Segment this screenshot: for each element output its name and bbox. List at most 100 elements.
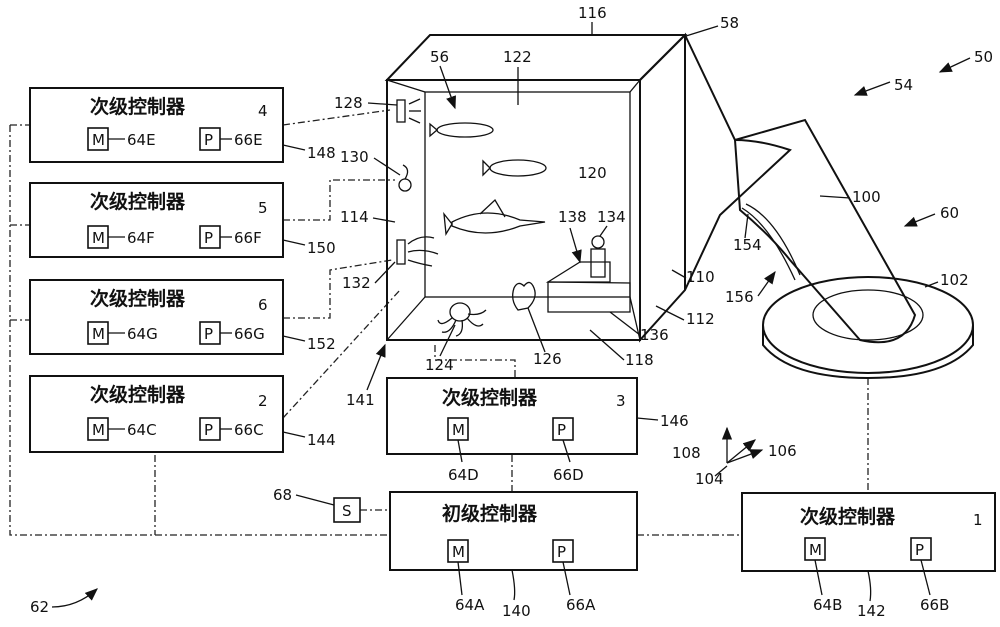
controller-2-ref: 144 xyxy=(307,431,336,449)
memory-ref: 64A xyxy=(455,596,485,614)
processor-ref: 66A xyxy=(566,596,596,614)
secondary-controller-3: 次级控制器 3 M P 64D 66D xyxy=(386,377,638,484)
ref-141: 141 xyxy=(346,391,375,409)
secondary-controller-4: 次级控制器 4 M 64E P 66E xyxy=(29,87,284,163)
ref-102: 102 xyxy=(940,271,969,289)
primary-controller: 初级控制器 M P 64A 66A xyxy=(389,491,638,614)
controller-title: 次级控制器 xyxy=(90,190,186,213)
ref-54: 54 xyxy=(894,76,913,94)
controller-number: 2 xyxy=(258,392,268,410)
processor-label: P xyxy=(557,421,566,439)
controller-title: 次级控制器 xyxy=(90,287,186,310)
processor-label: P xyxy=(204,229,213,247)
controller-number: 6 xyxy=(258,296,268,314)
octopus xyxy=(437,302,487,337)
controller-3-ref: 146 xyxy=(660,412,689,430)
processor-ref: 66F xyxy=(234,229,262,247)
memory-label: M xyxy=(92,421,105,439)
sensor: S 68 xyxy=(273,486,361,523)
ref-120: 120 xyxy=(578,164,607,182)
ref-100: 100 xyxy=(852,188,881,206)
processor-label: P xyxy=(557,543,566,561)
memory-ref: 64G xyxy=(127,325,158,343)
control-network-lines xyxy=(9,109,869,536)
ref-154: 154 xyxy=(733,236,762,254)
memory-ref: 64E xyxy=(127,131,156,149)
ref-62: 62 xyxy=(30,598,49,616)
ref-106: 106 xyxy=(768,442,797,460)
controller-number: 3 xyxy=(616,392,626,410)
swordfish xyxy=(443,198,546,237)
fish-2 xyxy=(482,159,547,177)
memory-ref: 64C xyxy=(127,421,157,439)
ref-60: 60 xyxy=(940,204,959,222)
ref-56: 56 xyxy=(430,48,449,66)
ref-138: 138 xyxy=(558,208,587,226)
secondary-controller-6: 次级控制器 6 M 64G P 66G xyxy=(29,279,284,355)
memory-label: M xyxy=(452,543,465,561)
controller-1-ref: 142 xyxy=(857,602,886,620)
ref-58: 58 xyxy=(720,14,739,32)
controller-4-ref: 148 xyxy=(307,144,336,162)
secondary-controller-1: 次级控制器 1 M P 64B 66B xyxy=(741,492,996,614)
ref-108: 108 xyxy=(672,444,701,462)
processor-ref: 66D xyxy=(553,466,584,484)
controller-5-ref: 150 xyxy=(307,239,336,257)
memory-label: M xyxy=(452,421,465,439)
memory-ref: 64B xyxy=(813,596,842,614)
ref-122: 122 xyxy=(503,48,532,66)
controller-title: 次级控制器 xyxy=(442,386,538,409)
controller-title: 初级控制器 xyxy=(442,502,538,525)
ref-134: 134 xyxy=(597,208,626,226)
controller-title: 次级控制器 xyxy=(90,383,186,406)
ref-50: 50 xyxy=(974,48,993,66)
ref-112: 112 xyxy=(686,310,715,328)
axis-indicator xyxy=(721,426,764,464)
controller-number: 1 xyxy=(973,511,983,529)
ref-126: 126 xyxy=(533,350,562,368)
memory-label: M xyxy=(809,541,822,559)
effect-device-128 xyxy=(396,98,421,124)
effect-device-130 xyxy=(398,164,412,192)
processor-label: P xyxy=(204,325,213,343)
processor-label: P xyxy=(204,421,213,439)
memory-label: M xyxy=(92,325,105,343)
processor-label: P xyxy=(915,541,924,559)
ref-156: 156 xyxy=(725,288,754,306)
sensor-ref: 68 xyxy=(273,486,292,504)
controller-number: 5 xyxy=(258,199,268,217)
ride-path xyxy=(684,34,974,380)
enclosure xyxy=(384,32,688,343)
ref-130: 130 xyxy=(340,148,369,166)
secondary-controller-5: 次级控制器 5 M 64F P 66F xyxy=(29,182,284,258)
sensor-label: S xyxy=(342,502,352,520)
ref-128: 128 xyxy=(334,94,363,112)
ref-110: 110 xyxy=(686,268,715,286)
processor-label: P xyxy=(204,131,213,149)
processor-ref: 66B xyxy=(920,596,949,614)
controller-title: 次级控制器 xyxy=(90,95,186,118)
memory-ref: 64F xyxy=(127,229,155,247)
coral xyxy=(512,281,536,311)
ref-136: 136 xyxy=(640,326,669,344)
memory-ref: 64D xyxy=(448,466,479,484)
memory-label: M xyxy=(92,131,105,149)
controller-6-ref: 152 xyxy=(307,335,336,353)
memory-label: M xyxy=(92,229,105,247)
fish-1 xyxy=(429,122,494,138)
processor-ref: 66C xyxy=(234,421,264,439)
ref-132: 132 xyxy=(342,274,371,292)
controller-title: 次级控制器 xyxy=(800,505,896,528)
processor-ref: 66G xyxy=(234,325,265,343)
ref-116: 116 xyxy=(578,4,607,22)
ref-124: 124 xyxy=(425,356,454,374)
ref-118: 118 xyxy=(625,351,654,369)
primary-controller-ref: 140 xyxy=(502,602,531,620)
processor-ref: 66E xyxy=(234,131,263,149)
effect-device-132 xyxy=(396,236,439,267)
secondary-controller-2: 次级控制器 2 M 64C P 66C xyxy=(29,375,284,453)
reference-numerals: 116 58 56 122 54 50 128 130 120 138 134 … xyxy=(30,4,993,616)
ref-114: 114 xyxy=(340,208,369,226)
controller-number: 4 xyxy=(258,102,268,120)
